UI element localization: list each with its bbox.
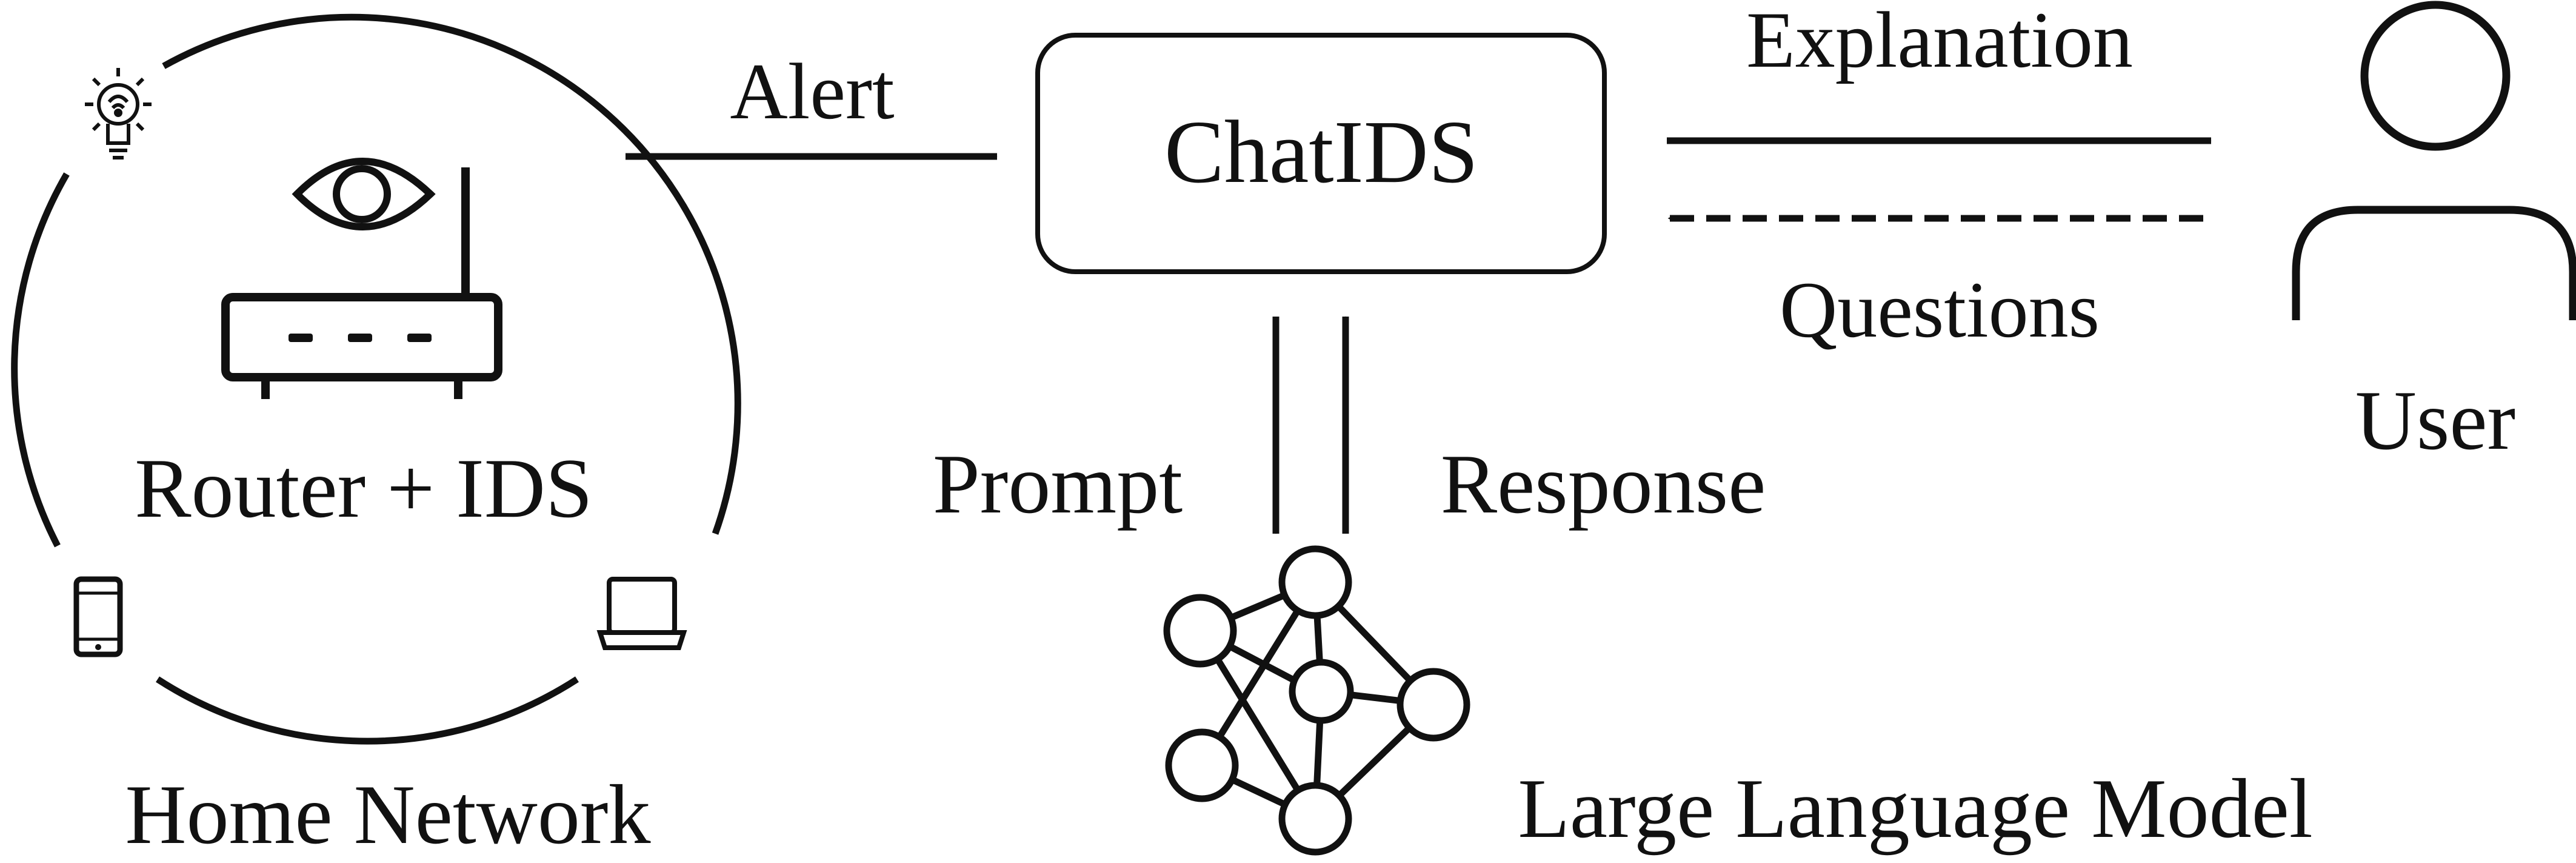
chatids-box [1035, 33, 1607, 274]
neural-network-icon [1163, 545, 1470, 856]
llm-label: Large Language Model [1518, 762, 2312, 856]
explanation-label: Explanation [1746, 0, 2133, 84]
home-network-arc-left [11, 172, 70, 548]
laptop-icon [596, 577, 687, 650]
alert-label: Alert [730, 47, 894, 136]
home-network-arc-bottom [156, 676, 579, 745]
prompt-label: Prompt [933, 437, 1183, 531]
eye-icon [292, 158, 436, 230]
router-ids-label: Router + IDS [135, 442, 593, 536]
smartphone-icon [73, 576, 123, 657]
home-network-arc-upper [162, 13, 741, 535]
home-network-label: Home Network [125, 768, 650, 862]
chatids-label: ChatIDS [1164, 102, 1478, 202]
user-label: User [2355, 374, 2515, 468]
questions-label: Questions [1780, 265, 2100, 354]
home-network-circle [11, 13, 741, 745]
user-icon [2292, 1, 2576, 320]
router-icon [221, 167, 502, 399]
smart-bulb-icon [85, 68, 152, 160]
response-label: Response [1441, 437, 1766, 531]
